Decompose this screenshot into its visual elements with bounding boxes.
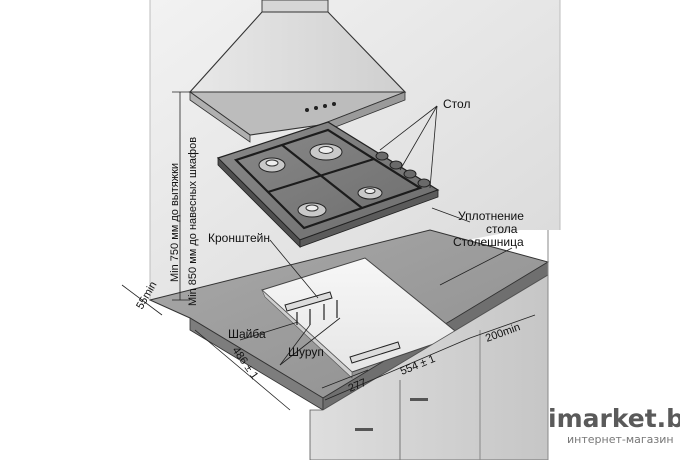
mounting-bracket — [284, 291, 338, 325]
gas-hob — [216, 121, 440, 248]
countertop — [148, 229, 550, 411]
burner — [309, 143, 343, 161]
watermark-brand: imarket.by — [548, 404, 680, 433]
mounting-bracket — [349, 341, 401, 364]
watermark: imarket.by интернет-магазин — [548, 404, 680, 446]
burner — [258, 157, 286, 173]
dimension-lines — [121, 91, 536, 411]
range-hood — [188, 0, 407, 143]
label-screw: Шуруп — [288, 345, 324, 359]
dim-min-hood: Min 750 мм до вытяжки — [169, 163, 181, 282]
base-cabinet — [309, 230, 549, 460]
label-seal-line1: Уплотнение — [458, 209, 524, 223]
watermark-tagline: интернет-магазин — [567, 433, 674, 446]
label-stol: Стол — [443, 97, 470, 111]
burner — [357, 186, 383, 200]
label-washer: Шайба — [228, 327, 266, 341]
burner — [297, 202, 327, 218]
leader-lines — [239, 105, 513, 366]
label-bracket: Кронштейн — [208, 231, 270, 245]
label-seal-line2: стола — [486, 222, 518, 236]
dim-min-cabinets: Min 850 мм до навесных шкафов — [187, 137, 199, 306]
control-knobs — [375, 151, 431, 188]
label-countertop: Столешница — [453, 235, 524, 249]
